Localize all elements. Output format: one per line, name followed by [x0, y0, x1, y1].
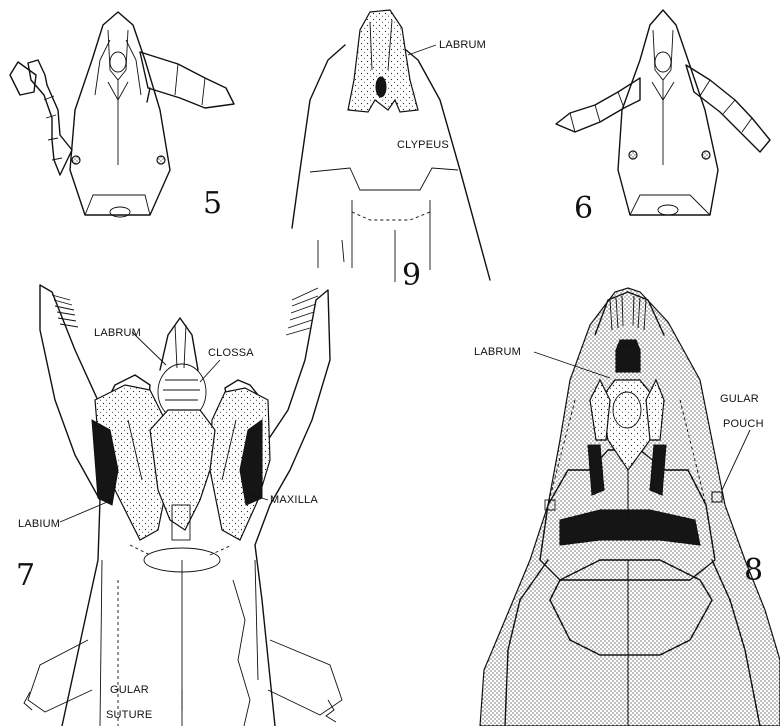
figure-7-maxilla-label: MAXILLA: [270, 494, 318, 506]
figure-8-gular-label-1: GULAR: [720, 393, 759, 405]
figure-9-labrum-label: LABRUM: [439, 39, 486, 51]
figure-7-gular-label-2: SUTURE: [106, 709, 152, 721]
figure-7-gular-label-1: GULAR: [110, 684, 149, 696]
figure-7-labrum-glossa: [158, 318, 206, 420]
figure-9: LABRUM CLYPEUS 9: [292, 10, 490, 293]
figure-7-number: 7: [16, 558, 35, 593]
figure-7-labrum-label: LABRUM: [94, 327, 141, 339]
figure-5-head: [70, 12, 170, 217]
figure-6-head: [618, 10, 718, 215]
figure-7-glossa-label: CLOSSA: [208, 347, 254, 359]
figure-6: 6: [556, 10, 770, 226]
figure-7-labium-label: LABIUM: [18, 518, 60, 530]
figure-7: LABRUM CLOSSA MAXILLA LABIUM GULAR SUTUR…: [16, 285, 342, 726]
figure-5-right-antenna: [140, 52, 234, 108]
figure-8: LABRUM GULAR POUCH 8: [474, 288, 780, 726]
figure-5-number: 5: [203, 186, 222, 221]
figure-6-right-antenna: [686, 65, 770, 152]
figure-8-labrum-label: LABRUM: [474, 346, 521, 358]
figure-6-number: 6: [574, 191, 593, 226]
figure-8-number: 8: [744, 553, 763, 588]
figure-8-gular-label-2: POUCH: [723, 418, 764, 430]
figure-9-labrum: [348, 10, 418, 112]
figure-8-head: [480, 288, 780, 726]
figure-5: 5: [10, 12, 234, 221]
figure-5-left-antenna: [10, 60, 72, 175]
figure-9-clypeus-label: CLYPEUS: [397, 139, 449, 151]
figure-9-number: 9: [402, 258, 421, 293]
figure-6-left-antenna: [556, 78, 640, 132]
